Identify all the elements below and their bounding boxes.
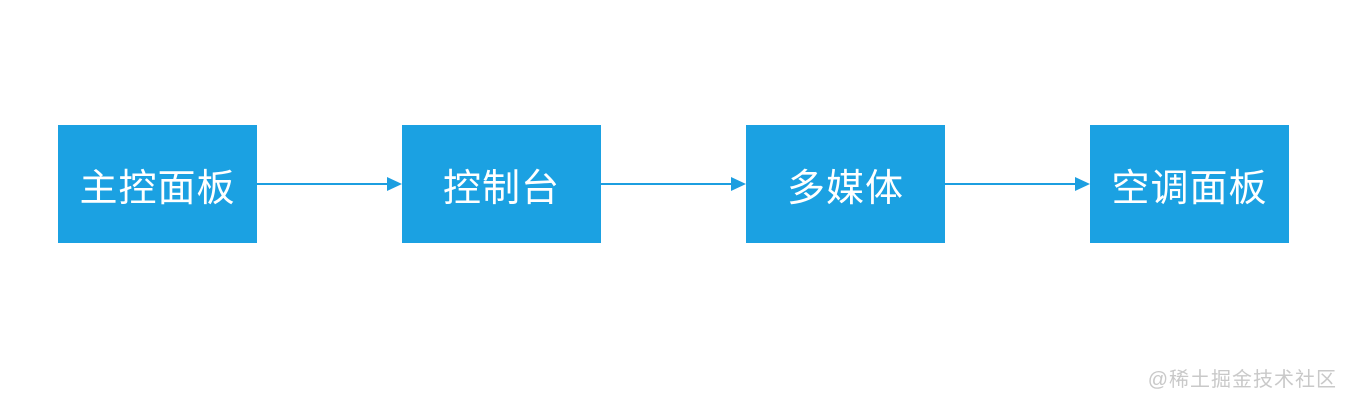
arrow-head-icon (387, 177, 402, 191)
flow-arrow-2 (600, 177, 746, 191)
watermark-text: @稀土掘金技术社区 (1147, 369, 1337, 391)
flow-node-label: 主控面板 (79, 167, 236, 210)
flow-node-ac-panel: 空调面板 (1090, 125, 1289, 243)
arrow-head-icon (731, 177, 746, 191)
flow-node-main-control-panel: 主控面板 (58, 125, 257, 243)
arrow-head-icon (1075, 177, 1090, 191)
flow-node-label: 多媒体 (786, 167, 904, 210)
flow-node-label: 空调面板 (1111, 167, 1268, 210)
flow-arrow-1 (257, 177, 402, 191)
flow-node-console: 控制台 (402, 125, 601, 243)
flow-node-multimedia: 多媒体 (746, 125, 945, 243)
flow-arrow-3 (944, 177, 1090, 191)
flow-node-label: 控制台 (442, 167, 560, 210)
